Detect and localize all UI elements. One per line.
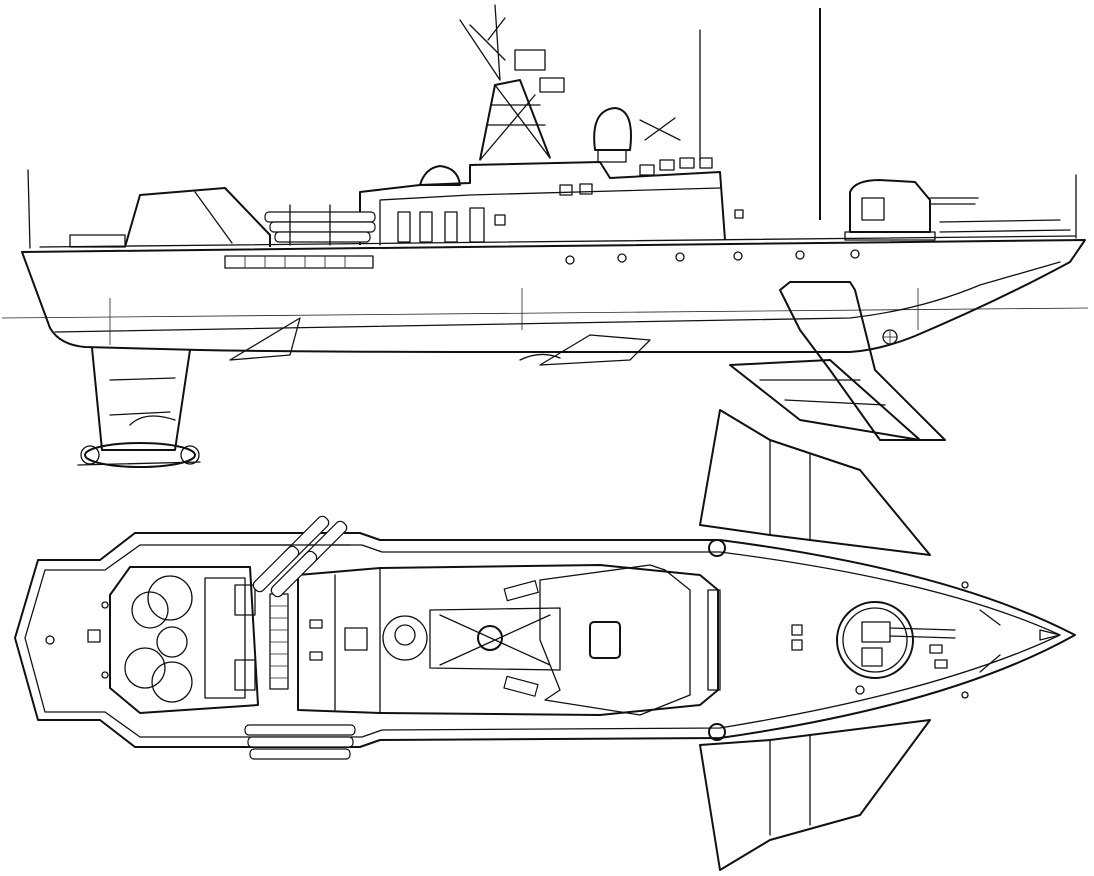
plan-forward-foil-lower xyxy=(699,719,931,871)
side-radar-dome xyxy=(593,107,632,163)
plan-ladder xyxy=(269,593,289,690)
plan-deck-fittings xyxy=(45,539,1061,741)
side-lattice-mast xyxy=(459,4,565,161)
side-superstructure-deck xyxy=(379,187,721,246)
side-small-turret xyxy=(419,165,461,186)
plan-forward-foil-upper xyxy=(699,409,931,556)
plan-missile-tubes-lower xyxy=(244,724,356,760)
side-superstructure xyxy=(359,161,726,245)
side-deck-fittings xyxy=(69,219,1071,269)
side-superstructure-windows xyxy=(397,157,744,243)
plan-aft-deckhouse xyxy=(109,566,259,714)
plan-bridge-mast xyxy=(382,564,691,716)
side-chine-line xyxy=(54,261,1061,333)
waterline xyxy=(1,307,1089,319)
side-aft-foil xyxy=(77,347,201,468)
side-aft-deckhouse-panel xyxy=(194,191,233,244)
side-gun-turret xyxy=(844,179,979,241)
side-elevation-view xyxy=(1,4,1089,468)
side-foil-fairing xyxy=(519,353,561,361)
side-foil-fairing xyxy=(229,317,301,361)
side-forward-foil xyxy=(729,281,946,441)
plan-hull-outline xyxy=(14,532,1076,748)
side-foil-fairing xyxy=(539,334,651,366)
side-hull xyxy=(21,239,1086,353)
side-antenna-cross xyxy=(639,117,681,141)
plan-superstructure xyxy=(297,564,721,716)
side-portholes xyxy=(565,249,898,345)
side-aft-staff xyxy=(27,169,31,249)
side-missile-launchers xyxy=(264,204,376,246)
side-aft-deckhouse xyxy=(124,187,271,248)
side-deck-line xyxy=(39,235,1076,248)
plan-view xyxy=(14,409,1076,871)
plan-missile-tubes-upper xyxy=(239,515,351,598)
plan-gun-turret xyxy=(836,601,956,695)
